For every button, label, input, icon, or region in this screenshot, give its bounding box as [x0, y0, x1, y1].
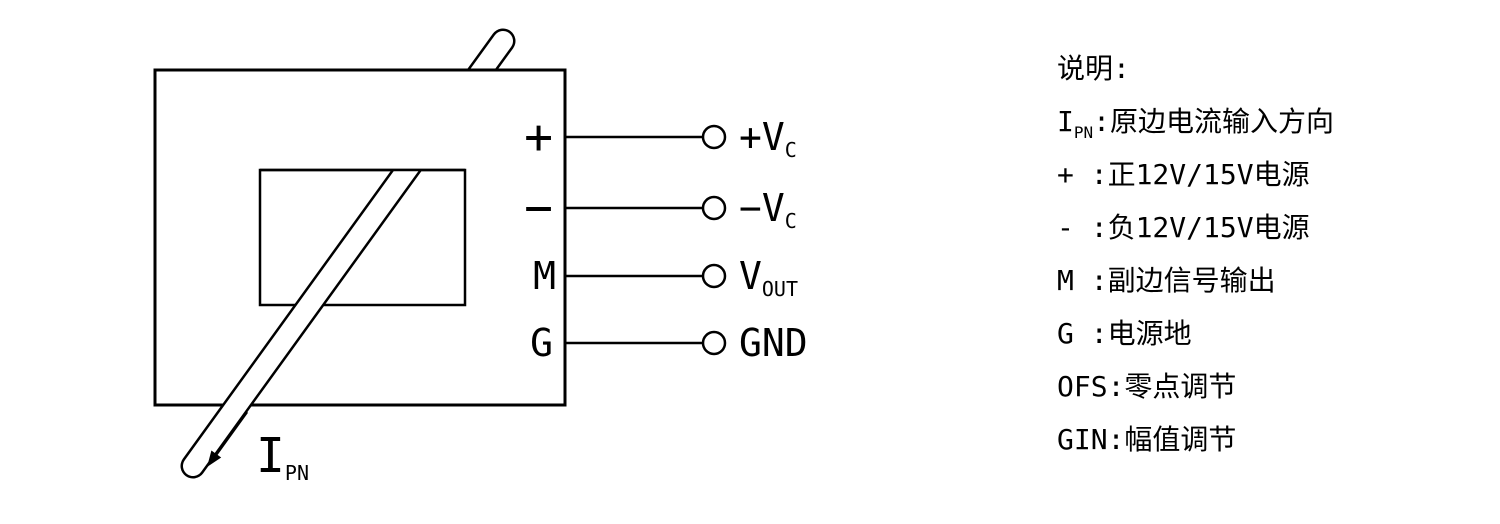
pin-symbol-plus: + [524, 109, 553, 165]
pin-symbol-m: M [533, 254, 556, 298]
terminal-circle [701, 124, 727, 150]
primary-conductor-stub [466, 28, 516, 70]
terminal-circle [701, 330, 727, 356]
terminal-label-gnd: GND [739, 321, 808, 365]
terminal-label-vc-minus: −VC [739, 186, 797, 233]
legend-item-minus: - :负12V/15V电源 [1057, 211, 1310, 244]
pin-symbol-minus: − [524, 180, 553, 236]
pin-symbol-g: G [530, 321, 553, 365]
terminal-label-vout: VOUT [739, 254, 798, 301]
current-direction-arrow [207, 411, 249, 467]
legend-item-ipn: IPN:原边电流输入方向 [1057, 105, 1334, 142]
legend-item-m: M :副边信号输出 [1057, 264, 1276, 297]
terminal-circle [701, 195, 727, 221]
terminal-circle [701, 263, 727, 289]
terminal-label-vc-plus: +VC [739, 115, 797, 162]
legend-item-ofs: OFS:零点调节 [1057, 370, 1237, 403]
legend-item-gin: GIN:幅值调节 [1057, 423, 1237, 456]
legend-title: 说明: [1057, 52, 1130, 85]
legend-item-plus: + :正12V/15V电源 [1057, 158, 1310, 191]
sensor-connection-diagram: IPN + +VC − −VC M VOUT G GND [153, 28, 808, 485]
legend: 说明: IPN:原边电流输入方向 + :正12V/15V电源 - :负12V/1… [1057, 42, 1334, 466]
current-label: IPN [256, 428, 309, 485]
primary-conductor [180, 170, 423, 479]
legend-item-g: G :电源地 [1057, 317, 1192, 350]
